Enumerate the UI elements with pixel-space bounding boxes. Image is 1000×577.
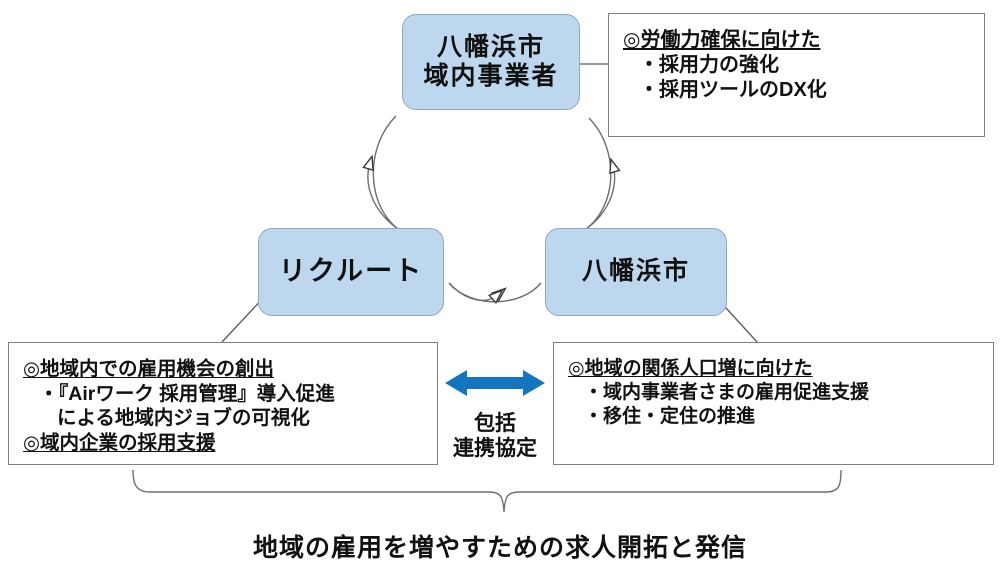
detail-subline: による地域内ジョブの可視化 [57, 407, 310, 430]
detail-header: ◎労働力確保に向けた [623, 29, 821, 51]
detail-header: ◎地域内での雇用機会の創出 [23, 358, 275, 380]
detail-bullet: ・採用ツールのDX化 [639, 79, 827, 102]
partnership-agreement-group: 包括 連携協定 [441, 366, 549, 461]
detail-bullet: ・採用力の強化 [639, 54, 779, 77]
node-yawatahama-businesses[interactable]: 八幡浜市 域内事業者 [402, 14, 580, 110]
node-recruit[interactable]: リクルート [258, 228, 444, 316]
detail-bullet: ・域内事業者さまの雇用促進支援 [584, 381, 870, 403]
businesses-detail-box: ◎労働力確保に向けた ・採用力の強化 ・採用ツールのDX化 [608, 13, 985, 137]
detail-bullet: ・移住・定住の推進 [584, 405, 756, 427]
detail-header: ◎域内企業の採用支援 [23, 431, 216, 454]
detail-header: ◎地域の関係人口増に向けた [568, 358, 813, 379]
node-line: リクルート [278, 256, 424, 287]
node-yawatahama-city[interactable]: 八幡浜市 [545, 228, 727, 316]
double-arrow-icon [445, 370, 545, 396]
recruit-detail-box: ◎地域内での雇用機会の創出 ・『Airワーク 採用管理』導入促進 による地域内ジ… [8, 342, 438, 465]
node-line: 八幡浜市 [581, 257, 690, 286]
node-line: 域内事業者 [423, 62, 559, 90]
pact-label: 包括 連携協定 [441, 411, 549, 461]
city-detail-box: ◎地域の関係人口増に向けた ・域内事業者さまの雇用促進支援 ・移住・定住の推進 [553, 342, 994, 465]
node-line: 八幡浜市 [436, 32, 545, 61]
detail-bullet: ・『Airワーク 採用管理』導入促進 [39, 382, 335, 405]
pact-label-line: 包括 [474, 412, 516, 435]
bottom-caption: 地域の雇用を増やすための求人開拓と発信 [252, 534, 747, 562]
pact-label-line: 連携協定 [453, 437, 537, 461]
bottom-curly-brace [132, 469, 842, 513]
